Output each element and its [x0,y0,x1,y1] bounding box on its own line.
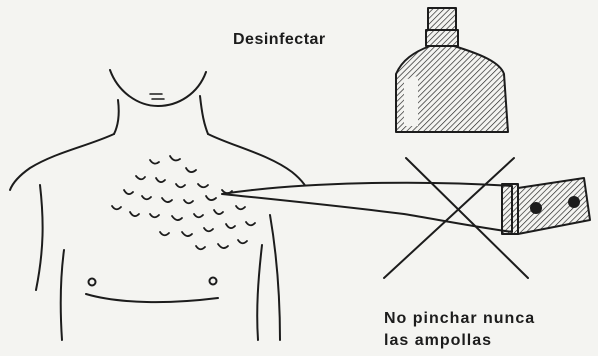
right-arm-inner [257,245,262,340]
bottle-highlight [404,76,418,126]
knife-bolster [502,184,518,234]
left-arm [36,185,43,290]
knife-handle [518,178,590,234]
knife-blade [222,183,512,232]
neck-right [200,96,208,134]
torso-figure [10,70,310,340]
knife [222,178,590,234]
left-shoulder [10,134,114,190]
disinfectant-bottle [396,8,508,132]
warning-label-line2: las ampollas [384,332,492,350]
right-nipple [210,278,217,285]
left-arm-inner [61,250,64,340]
right-arm [270,215,280,340]
chin-outline [110,70,206,106]
chest-line [86,294,218,302]
knife-rivet-1 [531,203,541,213]
warning-label-line1: No pinchar nunca [384,310,535,328]
blisters [112,156,261,249]
disinfect-label: Desinfectar [233,31,326,49]
neck-left [114,100,119,134]
bottle-neck [426,30,458,46]
left-nipple [89,279,96,286]
knife-rivet-2 [569,197,579,207]
bottle-cap [428,8,456,30]
